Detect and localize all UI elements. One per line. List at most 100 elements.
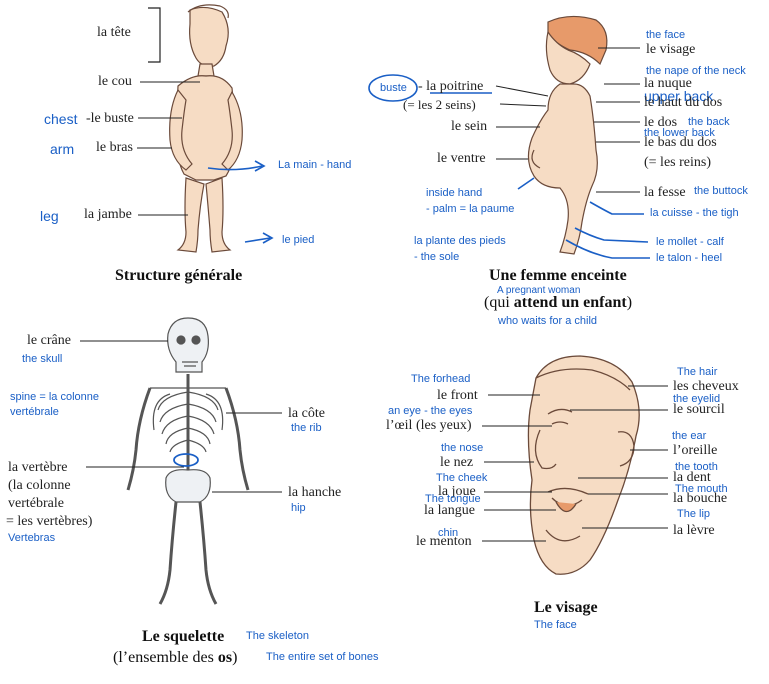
label-front: le front — [437, 388, 478, 403]
label-vertebras-en: Vertebras — [8, 532, 56, 544]
label-skull-en: the skull — [22, 353, 63, 365]
man-figure — [148, 4, 243, 253]
label-bas-dos: le bas du dos — [644, 135, 717, 150]
label-fesse: la fesse — [644, 185, 686, 200]
caption-femme-en: A pregnant woman — [497, 285, 581, 296]
caption-femme-2: (qui attend un enfant) — [484, 295, 632, 311]
label-mouth-en: The mouth — [675, 483, 728, 495]
label-sourcil: le sourcil — [673, 402, 725, 417]
label-face-en: the face — [646, 29, 686, 41]
caption-squelette-en: The skeleton — [246, 630, 309, 642]
label-buste-box: buste — [380, 82, 407, 94]
label-vertebre-3: vertébrale — [8, 496, 64, 511]
label-ear-en: the ear — [672, 430, 707, 442]
label-cheveux: les cheveux — [673, 379, 739, 394]
label-leg-en: leg — [40, 208, 59, 224]
caption-visage-en: The face — [534, 619, 577, 631]
label-eyelid-en: the eyelid — [673, 393, 721, 405]
skeleton-leaders — [80, 340, 282, 493]
label-inside-hand-en: inside hand — [426, 187, 483, 199]
caption-squelette-2c: ) — [232, 649, 238, 666]
label-vertebre-1: la vertèbre — [8, 460, 68, 475]
label-pied-en: le pied — [282, 234, 315, 246]
label-buttock-en: the buttock — [694, 185, 748, 197]
woman-blue-marks — [368, 74, 650, 259]
face-figure — [527, 355, 640, 575]
general-arrows — [207, 160, 274, 244]
label-levre: la lèvre — [673, 523, 715, 538]
caption-squelette: Le squelette — [142, 628, 225, 645]
caption-femme-2c: ) — [626, 294, 633, 311]
label-dos: le dos — [644, 115, 678, 130]
label-back-en: the back — [688, 116, 730, 128]
general-leaders — [137, 81, 200, 216]
label-chin-en: chin — [438, 527, 459, 539]
caption-femme: Une femme enceinte — [489, 267, 627, 284]
label-joue: la joue — [438, 484, 476, 499]
buste-circle — [368, 74, 418, 102]
label-arm-en: arm — [50, 141, 75, 157]
caption-squelette-2-en: The entire set of bones — [266, 651, 379, 663]
label-tongue-en: The tongue — [425, 493, 481, 505]
label-vertebre-2: (la colonne — [8, 478, 71, 493]
label-reins: (= les reins) — [644, 155, 711, 170]
caption-general: Structure générale — [115, 267, 243, 284]
label-cou: le cou — [98, 74, 132, 89]
label-bras: le bras — [96, 140, 133, 155]
label-lip-en: The lip — [677, 508, 711, 520]
label-buste: -le buste — [86, 111, 134, 126]
label-tooth-en: the tooth — [675, 461, 718, 473]
label-sein: le sein — [451, 119, 488, 134]
label-cote: la côte — [288, 406, 325, 421]
label-nez: le nez — [440, 455, 474, 470]
label-oreille: l’oreille — [673, 443, 718, 458]
label-tete: la tête — [97, 25, 131, 40]
label-dent: la dent — [673, 470, 711, 485]
label-jambe: la jambe — [84, 207, 132, 222]
label-visage: le visage — [646, 42, 696, 57]
label-mollet-en: le mollet - calf — [656, 236, 724, 248]
label-hanche: la hanche — [288, 485, 342, 500]
woman-figure — [527, 15, 608, 255]
label-crane: le crâne — [27, 333, 71, 348]
label-main-en: La main - hand — [278, 159, 352, 171]
label-spine-en-1: spine = la colonne — [10, 391, 99, 403]
caption-visage: Le visage — [534, 599, 598, 616]
label-rib-en: the rib — [291, 422, 322, 434]
label-lower-back-en: the lower back — [644, 127, 715, 139]
woman-leaders — [495, 47, 640, 193]
label-oeil: l’œil (les yeux) — [386, 418, 472, 433]
label-seins: (= les 2 seins) — [403, 97, 476, 112]
caption-squelette-2b: os — [217, 649, 233, 666]
label-plante-en: la plante des pieds — [414, 235, 506, 247]
caption-squelette-2: (l’ensemble des os) — [113, 650, 237, 666]
caption-squelette-2a: (l’ensemble des — [113, 649, 218, 666]
label-nose-en: the nose — [441, 442, 484, 454]
label-vertebre-4: = les vertèbres) — [6, 514, 93, 529]
label-langue: la langue — [424, 503, 475, 518]
label-nuque: la nuque — [644, 76, 692, 91]
label-chest-en: chest — [44, 111, 78, 127]
label-spine-en-2: vertébrale — [10, 406, 59, 418]
label-nape-en: the nape of the neck — [646, 65, 746, 77]
skeleton-figure — [126, 317, 250, 605]
label-cheek-en: The cheek — [436, 472, 488, 484]
label-forhead-en: The forhead — [411, 373, 471, 385]
label-menton: le menton — [416, 534, 472, 549]
face-leaders — [482, 385, 668, 542]
label-hair-en: The hair — [677, 366, 718, 378]
label-bouche: la bouche — [673, 491, 728, 506]
label-haut-dos: le haut du dos — [644, 95, 723, 110]
label-cuisse-en: la cuisse - the tigh — [650, 207, 739, 219]
label-talon-en: le talon - heel — [656, 252, 723, 264]
vertebra-circle — [173, 453, 199, 467]
label-eyes-en: an eye - the eyes — [388, 405, 473, 417]
caption-femme-2-en: who waits for a child — [498, 315, 598, 327]
caption-femme-2a: (qui — [484, 294, 514, 311]
label-hip-en: hip — [291, 502, 306, 514]
caption-femme-2b: attend un enfant — [513, 294, 627, 311]
label-ventre: le ventre — [437, 151, 486, 166]
label-upper-back-en: upper back — [644, 88, 714, 104]
label-palm-en: - palm = la paume — [426, 203, 515, 215]
